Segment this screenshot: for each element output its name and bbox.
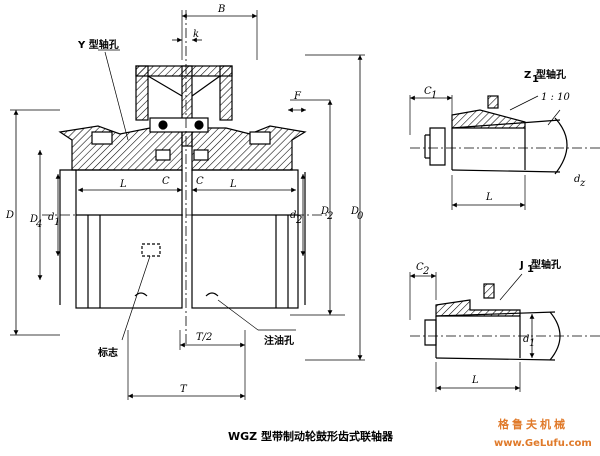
label-d1-j1-sub: 1 [529,338,535,349]
watermark-logo: 格鲁夫机械 www.GeLufu.com [494,417,592,449]
watermark-url: www.GeLufu.com [494,438,592,449]
j1-view [409,272,600,392]
label-k: k [193,29,199,40]
j1-labels: C 2 J 1 型轴孔 d 1 L [416,258,561,386]
label-T: T [180,384,188,395]
center-lines [42,10,330,345]
label-C1-sub: 1 [431,90,437,101]
main-view-labels: B k Y 型轴孔 F D D 4 d 1 L L C C d 2 D 2 D … [5,4,364,395]
dimension-lines [13,13,363,399]
label-B: B [217,4,225,15]
label-L-left: L [119,179,127,190]
label-D4-sub: 4 [35,219,42,230]
label-mark: 标志 [97,346,118,359]
label-d1: d [48,212,54,223]
label-C-right: C [196,176,204,187]
label-D2: D [320,206,329,217]
outer-sleeve [58,117,307,171]
label-y-hole: Y 型轴孔 [77,38,119,51]
brake-drum [135,65,233,147]
label-L-z1: L [485,192,493,203]
label-d1-sub: 1 [54,217,60,228]
label-C-left: C [162,176,170,187]
watermark-cn: 格鲁夫机械 [498,417,568,431]
label-D4: D [29,214,38,225]
label-D0-sub: 0 [357,211,364,222]
label-j1-hole: J [519,260,524,271]
label-D0: D [350,206,359,217]
figure-caption: WGZ 型带制动轮鼓形齿式联轴器 [228,429,394,443]
label-z1-suffix: 型轴孔 [536,68,566,81]
label-j1-suffix: 型轴孔 [531,258,561,271]
label-d2-sub: 2 [295,215,302,226]
z1-view [409,95,600,210]
main-view [10,10,365,400]
label-D2-sub: 2 [326,211,333,222]
label-oil-hole: 注油孔 [264,334,294,347]
label-dz-sub: z [579,178,586,189]
label-T-half: T/2 [196,332,212,343]
label-D: D [5,210,14,221]
hubs [59,169,306,309]
leader-lines [98,49,296,341]
z1-labels: C 1 Z 1 型轴孔 1 : 10 L d z [424,68,586,203]
label-z1-hole: Z [524,70,531,81]
label-C2-sub: 2 [422,266,429,277]
label-F: F [293,91,302,102]
label-taper: 1 : 10 [541,92,570,103]
label-z1-sub: 1 [532,74,539,85]
label-d2: d [290,210,296,221]
label-L-j1: L [471,375,479,386]
label-C2: C [416,262,424,273]
label-L-right: L [229,179,237,190]
label-j1-sub: 1 [527,264,534,275]
label-C1: C [424,86,432,97]
label-dz: d [574,174,580,185]
label-d1-j1: d [523,334,529,345]
